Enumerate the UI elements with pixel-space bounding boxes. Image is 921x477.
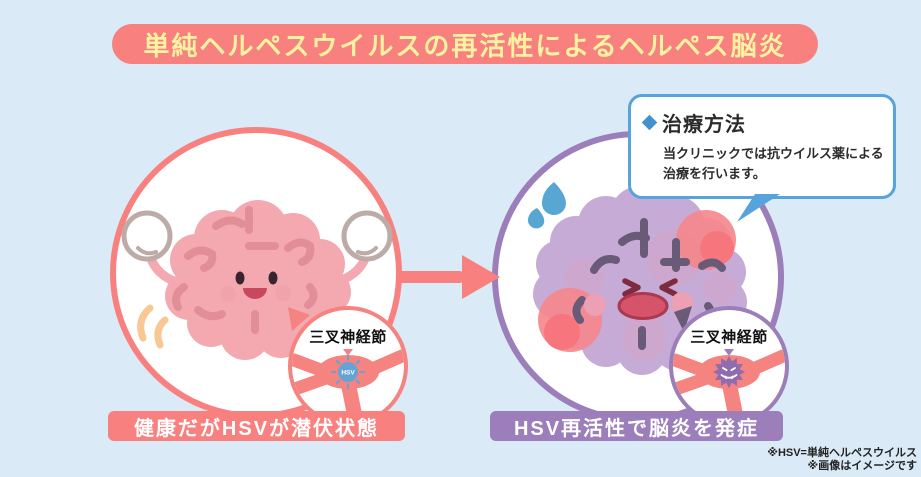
caption-healthy-text: 健康だがHSVが潜伏状態 [133, 417, 380, 440]
hsv-virus-blue-icon: HSV [331, 355, 365, 389]
distressed-face [584, 278, 693, 320]
footnotes: ※HSV=単純ヘルペスウイルス ※画像はイメージです [767, 447, 917, 473]
ganglion-illustration-right [673, 349, 785, 412]
motion-lines-icon [137, 304, 169, 349]
hsv-virus-angry-icon [713, 356, 745, 388]
diamond-icon [641, 114, 658, 131]
virus-label: HSV [341, 370, 355, 377]
happy-face [220, 271, 291, 302]
pointer-down-icon [724, 349, 734, 356]
ganglion-label-right: 三叉神経節 [690, 329, 768, 346]
ganglion-illustration-left: HSV [292, 349, 404, 412]
inflamed-brain-illustration [527, 182, 747, 375]
sweat-drops-icon [527, 182, 566, 229]
right-glove-icon [341, 210, 393, 262]
magnifier-pointer-left [288, 307, 310, 331]
caption-healthy: 健康だがHSVが潜伏状態 [108, 411, 405, 441]
trigeminal-ganglion-inset-right: 三叉神経節 [669, 306, 789, 426]
ganglion-label-left: 三叉神経節 [309, 329, 387, 346]
trigeminal-ganglion-inset-left: 三叉神経節 HSV [288, 306, 408, 426]
pointer-down-icon [343, 349, 353, 356]
left-glove-icon [121, 210, 173, 262]
footnote-image: ※画像はイメージです [807, 460, 917, 473]
footnote-hsv: ※HSV=単純ヘルペスウイルス [767, 447, 917, 459]
page-title: 単純ヘルペスウイルスの再活性によるヘルペス脳炎 [143, 30, 787, 61]
callout-heading: 治療方法 [662, 114, 746, 136]
speech-bubble-tail-icon [737, 194, 780, 222]
title-banner: 単純ヘルペスウイルスの再活性によるヘルペス脳炎 [112, 24, 818, 64]
caption-encephalitis: HSV再活性で脳炎を発症 [490, 411, 783, 441]
treatment-callout: 治療方法 当クリニックでは抗ウイルス薬による治療を行います。 [628, 94, 896, 200]
caption-encephalitis-text: HSV再活性で脳炎を発症 [513, 417, 760, 440]
arrow-right-icon [400, 255, 500, 299]
callout-body: 当クリニックでは抗ウイルス薬による治療を行います。 [663, 146, 884, 182]
magnifier-pointer-right [674, 306, 692, 332]
